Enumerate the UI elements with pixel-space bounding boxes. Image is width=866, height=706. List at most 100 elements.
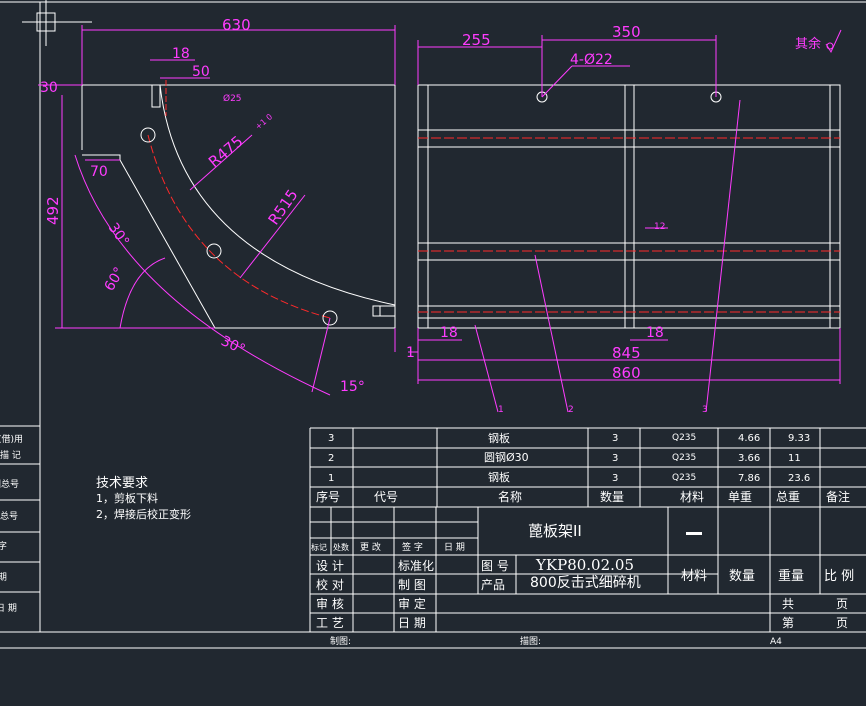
dim-70: 70 xyxy=(90,164,108,180)
header-total-weight: 总重 xyxy=(776,490,800,504)
footer-size: A4 xyxy=(770,637,782,647)
dim-50: 50 xyxy=(192,64,210,80)
sign-review: 审 核 xyxy=(316,596,344,611)
rev-mark: 标记 xyxy=(311,542,327,552)
title-block: 蓖板架II 标记 处数 更 改 签 字 日 期 设 计 标准化 校 对 制 图 … xyxy=(310,507,866,632)
dim-845: 845 xyxy=(612,344,641,362)
bom-row-3: 3 钢板 3 Q235 4.66 9.33 xyxy=(328,431,810,445)
bom-unit-weight: 7.86 xyxy=(738,473,760,484)
part-name: 蓖板架II xyxy=(528,522,582,540)
bom-total-weight: 9.33 xyxy=(788,433,810,444)
header-material: 材料 xyxy=(680,490,704,504)
hole-2 xyxy=(206,243,222,259)
balloon-1: 1 xyxy=(498,405,504,415)
dim-18-right: 18 xyxy=(646,325,664,341)
header-note: 备注 xyxy=(826,489,850,504)
dim-1: 1 xyxy=(406,345,415,361)
bom-seq: 3 xyxy=(328,433,334,444)
dim-r475: R475 xyxy=(205,132,246,171)
bom-name: 钢板 xyxy=(488,470,510,484)
sheet-no-label: 第 xyxy=(782,616,794,630)
dim-dia25: Ø25 xyxy=(223,93,242,104)
sign-standardization: 标准化 xyxy=(398,559,434,573)
strip-date-2: 日 期 xyxy=(0,603,17,614)
col-scale: 比 例 xyxy=(824,569,854,584)
bom-table: 3 钢板 3 Q235 4.66 9.33 2 圆钢Ø30 3 Q235 3.6… xyxy=(309,427,866,632)
dim-350: 350 xyxy=(612,23,641,41)
product-label: 产品 xyxy=(481,578,505,592)
header-code: 代号 xyxy=(374,490,398,504)
angle-30-upper: 30° xyxy=(105,220,132,250)
bom-name: 钢板 xyxy=(488,431,510,445)
strip-signature: 签 字 xyxy=(0,540,7,552)
rev-sign: 签 字 xyxy=(402,541,423,553)
bom-row-1: 1 钢板 3 Q235 7.86 23.6 xyxy=(328,470,810,484)
dim-18-top: 18 xyxy=(172,46,190,62)
dim-4-holes: 4-Ø22 xyxy=(570,52,613,68)
dim-r475-tolerance: +1 0 xyxy=(254,112,275,131)
strip-base-no: 底图总号 xyxy=(0,510,18,522)
bom-material: Q235 xyxy=(672,433,696,443)
total-sheets-label: 共 xyxy=(782,597,794,611)
sign-approve: 审 定 xyxy=(398,596,426,611)
bom-total-weight: 11 xyxy=(788,453,801,464)
dim-255: 255 xyxy=(462,31,491,49)
note-1: 1，剪板下料 xyxy=(96,491,158,505)
product-name: 800反击式细碎机 xyxy=(530,575,641,591)
strip-date-1: 日 期 xyxy=(0,572,7,583)
col-weight: 重量 xyxy=(778,568,804,584)
note-2: 2，焊接后校正变形 xyxy=(96,507,191,521)
bom-qty: 3 xyxy=(612,473,618,484)
footer-traced: 描图: xyxy=(520,635,541,647)
sheet-no-unit: 页 xyxy=(836,616,848,630)
balloon-3: 3 xyxy=(702,405,708,415)
bom-unit-weight: 4.66 xyxy=(738,433,760,444)
dim-18-left: 18 xyxy=(440,325,458,341)
side-view: 630 18 50 30 Ø25 492 70 R475 +1 0 R515 3… xyxy=(38,16,396,396)
rev-date: 日 期 xyxy=(444,542,465,553)
total-sheets-unit: 页 xyxy=(836,597,848,611)
dim-492: 492 xyxy=(44,196,62,225)
hole-1 xyxy=(140,127,156,143)
rev-change: 更 改 xyxy=(360,541,381,553)
bom-unit-weight: 3.66 xyxy=(738,453,760,464)
header-unit-weight: 单重 xyxy=(728,490,752,504)
angle-15: 15° xyxy=(340,379,365,395)
angle-30-lower: 30° xyxy=(218,333,247,358)
bom-seq: 2 xyxy=(328,453,334,464)
drawing-no-label: 图 号 xyxy=(481,559,509,573)
header-qty: 数量 xyxy=(600,489,624,504)
bom-qty: 3 xyxy=(612,453,618,464)
sign-process: 工 艺 xyxy=(316,616,344,630)
sign-design: 设 计 xyxy=(316,559,344,573)
surface-finish-label: 其余 xyxy=(795,36,821,52)
footer: 制图: 描图: A4 xyxy=(330,635,782,647)
left-strip: (借)用 描 记 旧底图总号 底图总号 签 字 日 期 日 期 xyxy=(0,425,40,614)
angle-60: 60° xyxy=(102,264,128,294)
dim-630: 630 xyxy=(222,16,251,34)
sign-drafting: 制 图 xyxy=(398,578,426,592)
dim-30: 30 xyxy=(40,80,58,96)
strip-borrowed: (借)用 xyxy=(0,433,23,445)
roughness-symbol-icon xyxy=(825,29,842,54)
drawing-frame xyxy=(0,1,866,649)
footer-drawn: 制图: xyxy=(330,635,351,647)
strip-tracing: 描 记 xyxy=(0,449,21,461)
header-name: 名称 xyxy=(498,489,522,504)
hole-3 xyxy=(322,310,338,326)
sign-date: 日 期 xyxy=(398,616,426,630)
balloon-2: 2 xyxy=(568,405,574,415)
bom-qty: 3 xyxy=(612,433,618,444)
notes-title: 技术要求 xyxy=(96,476,148,491)
bom-name: 圆钢Ø30 xyxy=(484,451,529,464)
bom-material: Q235 xyxy=(672,453,696,463)
weld-size-12: 12 xyxy=(654,222,665,232)
bom-material: Q235 xyxy=(672,473,696,483)
bom-header: 序号 代号 名称 数量 材料 单重 总重 备注 xyxy=(316,489,850,504)
crosshair-cursor-icon xyxy=(22,0,92,46)
bom-row-2: 2 圆钢Ø30 3 Q235 3.66 11 xyxy=(328,451,801,464)
strip-old-base-no: 旧底图总号 xyxy=(0,478,19,490)
dim-860: 860 xyxy=(612,364,641,382)
col-quantity: 数量 xyxy=(729,569,755,584)
